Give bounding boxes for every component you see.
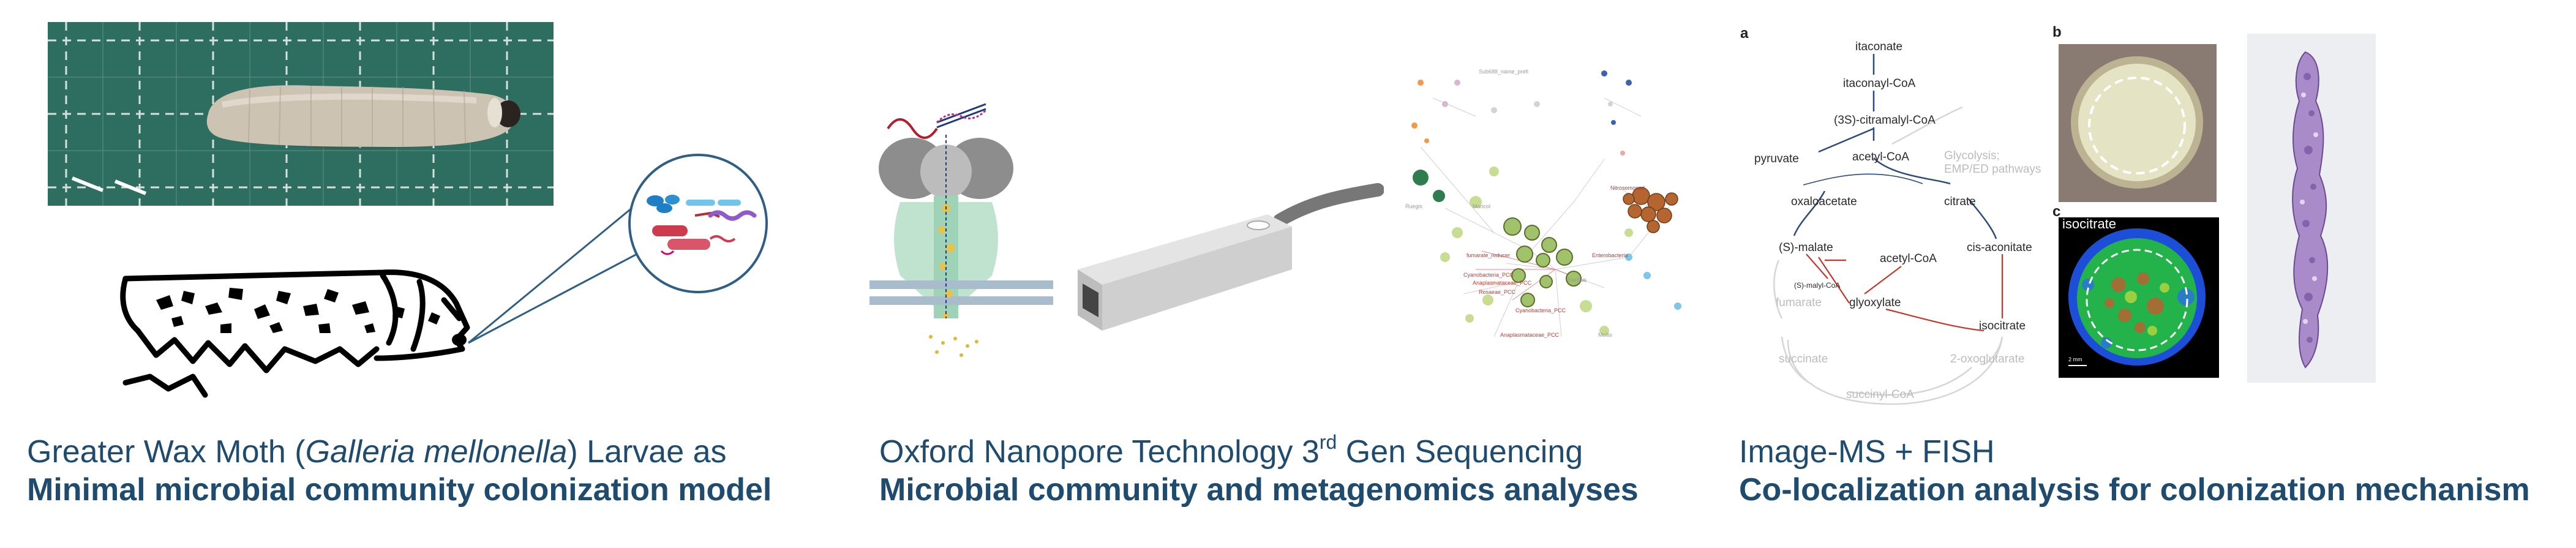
svg-text:fumarate_reducer: fumarate_reducer bbox=[1466, 252, 1510, 258]
svg-text:succinate: succinate bbox=[1779, 353, 1828, 366]
svg-text:Bacillus: Bacillus bbox=[1568, 277, 1587, 283]
imaging-subtitle: Co-localization analysis for colonizatio… bbox=[1739, 472, 2530, 508]
panel-label-c: c bbox=[2052, 205, 2060, 220]
svg-text:Anaplasmataceae_PCC: Anaplasmataceae_PCC bbox=[1500, 332, 1560, 338]
svg-text:Rosaeae_PCC: Rosaeae_PCC bbox=[1479, 289, 1516, 295]
svg-text:Anaplasmataceae_PCC: Anaplasmataceae_PCC bbox=[1473, 280, 1532, 286]
svg-text:(S)-malate: (S)-malate bbox=[1779, 241, 1833, 254]
nanopore-title: Oxford Nanopore Technology 3rd Gen Seque… bbox=[879, 430, 1583, 470]
svg-text:Ruegis: Ruegis bbox=[1405, 203, 1423, 209]
svg-text:Maricol: Maricol bbox=[1473, 203, 1490, 209]
metagenomic-network: fumarate_reducer Cyanobacteria_PCC Anapl… bbox=[1405, 69, 1681, 338]
svg-text:Cyanobacteria_PCC: Cyanobacteria_PCC bbox=[1515, 307, 1566, 313]
svg-text:itaconayl-CoA: itaconayl-CoA bbox=[1843, 77, 1916, 90]
svg-text:(S)-malyl-CoA: (S)-malyl-CoA bbox=[1794, 281, 1840, 290]
larva-section-photo: b bbox=[2052, 24, 2217, 202]
fish-tissue-section bbox=[2247, 34, 2376, 383]
wax-moth-subtitle: Minimal microbial community colonization… bbox=[27, 472, 772, 508]
svg-text:Nitrosomonad: Nitrosomonad bbox=[1610, 185, 1645, 191]
imaging-caption: Image-MS + FISH Co-localization analysis… bbox=[1739, 434, 2530, 509]
larva-drawing bbox=[120, 269, 470, 398]
nanopore-pore-diagram bbox=[869, 103, 1053, 357]
wax-moth-caption: Greater Wax Moth (Galleria mellonella) L… bbox=[27, 434, 772, 509]
nanopore-panel: fumarate_reducer Cyanobacteria_PCC Anapl… bbox=[845, 0, 1714, 548]
svg-text:pyruvate: pyruvate bbox=[1754, 152, 1799, 165]
svg-text:EMP/ED pathways: EMP/ED pathways bbox=[1944, 163, 2041, 176]
nanopore-caption: Oxford Nanopore Technology 3rd Gen Seque… bbox=[879, 430, 1639, 509]
image-ms-heatmap: c isocitrate 2 mm bbox=[2052, 205, 2219, 378]
svg-text:isocitrate: isocitrate bbox=[1979, 320, 2026, 332]
svg-text:succinyl-CoA: succinyl-CoA bbox=[1846, 388, 1914, 401]
svg-text:oxaloacetate: oxaloacetate bbox=[1791, 195, 1857, 208]
svg-text:fumarate: fumarate bbox=[1776, 296, 1822, 309]
minion-device bbox=[1078, 183, 1384, 331]
imaging-panel: a itaconate itaconayl- bbox=[1727, 0, 2576, 548]
svg-text:Mollis: Mollis bbox=[1598, 332, 1613, 338]
svg-text:Sub688_name_prefi: Sub688_name_prefi bbox=[1479, 69, 1528, 75]
panel-label-a: a bbox=[1740, 25, 1749, 42]
wax-moth-panel: Greater Wax Moth (Galleria mellonella) L… bbox=[0, 0, 808, 548]
svg-text:acetyl-CoA: acetyl-CoA bbox=[1880, 252, 1937, 265]
svg-text:Enterobacteria: Enterobacteria bbox=[1592, 252, 1628, 258]
imaging-title: Image-MS + FISH bbox=[1739, 434, 1995, 470]
svg-text:citrate: citrate bbox=[1944, 195, 1976, 208]
metabolic-pathway-diagram: a itaconate itaconayl- bbox=[1740, 25, 2041, 405]
wax-moth-title: Greater Wax Moth (Galleria mellonella) L… bbox=[27, 434, 727, 470]
svg-text:glyoxylate: glyoxylate bbox=[1849, 296, 1901, 309]
nanopore-subtitle: Microbial community and metagenomics ana… bbox=[879, 472, 1639, 508]
svg-text:Cyanobacteria_PCC: Cyanobacteria_PCC bbox=[1463, 272, 1514, 278]
larva-photo bbox=[48, 22, 554, 206]
scale-bar-label: 2 mm bbox=[2068, 356, 2082, 362]
ms-ion-label: isocitrate bbox=[2062, 216, 2116, 231]
svg-text:itaconate: itaconate bbox=[1855, 40, 1902, 53]
svg-text:(3S)-citramalyl-CoA: (3S)-citramalyl-CoA bbox=[1834, 114, 1936, 127]
gut-zoom bbox=[468, 154, 768, 344]
svg-text:Glycolysis;: Glycolysis; bbox=[1944, 149, 2000, 162]
svg-text:2-oxoglutarate: 2-oxoglutarate bbox=[1950, 353, 2024, 366]
svg-text:acetyl-CoA: acetyl-CoA bbox=[1852, 151, 1909, 163]
svg-text:cis-aconitate: cis-aconitate bbox=[1967, 241, 2032, 254]
panel-label-b: b bbox=[2052, 24, 2062, 40]
